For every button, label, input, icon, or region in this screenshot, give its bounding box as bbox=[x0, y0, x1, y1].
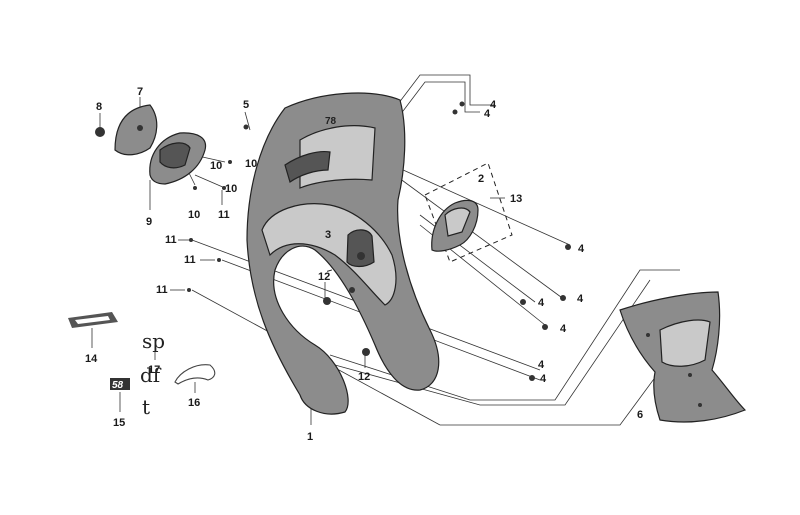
callout-4f: 4 bbox=[560, 323, 567, 335]
shield-emblem-text: 78 bbox=[325, 116, 337, 127]
callout-13: 13 bbox=[510, 193, 522, 205]
callout-7: 7 bbox=[137, 86, 143, 98]
callout-16: 16 bbox=[188, 397, 200, 409]
decal-part-16 bbox=[174, 364, 216, 385]
stray-text-sp: sp bbox=[142, 329, 165, 353]
bolt-8 bbox=[95, 127, 105, 137]
side-cover-part-2 bbox=[431, 199, 479, 252]
stray-text-df: df bbox=[140, 363, 162, 387]
callout-5: 5 bbox=[243, 99, 249, 111]
callout-4c: 4 bbox=[578, 243, 585, 255]
callout-8: 8 bbox=[96, 101, 102, 113]
callout-17: 17 bbox=[148, 364, 160, 376]
clip-part-3 bbox=[346, 229, 375, 268]
stray-text-t: t bbox=[142, 395, 150, 419]
badge-15-text: 58 bbox=[112, 380, 124, 391]
emblem-part-14 bbox=[68, 312, 118, 328]
callout-4h: 4 bbox=[538, 359, 545, 371]
callout-10c: 10 bbox=[225, 183, 237, 195]
callout-4b: 4 bbox=[484, 108, 491, 120]
callout-4d: 4 bbox=[577, 293, 584, 305]
callout-9: 9 bbox=[146, 216, 152, 228]
callout-2: 2 bbox=[478, 173, 484, 185]
badge-part-15: 58 bbox=[110, 378, 130, 391]
lower-cover-part-6 bbox=[619, 291, 747, 423]
callout-11b: 11 bbox=[165, 234, 177, 246]
callout-12b: 12 bbox=[358, 371, 370, 383]
callout-11c: 11 bbox=[184, 254, 196, 266]
callout-4e: 4 bbox=[538, 297, 545, 309]
callout-4g: 4 bbox=[540, 373, 547, 385]
callout-11d: 11 bbox=[156, 284, 168, 296]
callout-4a: 4 bbox=[490, 99, 497, 111]
callout-6: 6 bbox=[637, 409, 643, 421]
callout-labels: 1 2 3 4 4 4 4 4 4 4 4 4 5 6 7 8 9 10 10 … bbox=[85, 86, 643, 443]
callout-11a: 11 bbox=[218, 209, 230, 221]
front-shield-part-1: 78 bbox=[246, 92, 440, 415]
bracket-part-7 bbox=[114, 104, 158, 156]
callout-15: 15 bbox=[113, 417, 125, 429]
callout-10b: 10 bbox=[210, 160, 222, 172]
callout-12a: 12 bbox=[318, 271, 330, 283]
fasteners bbox=[95, 101, 571, 381]
bracket-part-9 bbox=[149, 132, 207, 185]
callout-10d: 10 bbox=[188, 209, 200, 221]
callout-1: 1 bbox=[307, 431, 313, 443]
stray-text: sp df t bbox=[140, 329, 165, 419]
callout-3: 3 bbox=[325, 229, 331, 241]
callout-14: 14 bbox=[85, 353, 98, 365]
callout-10a: 10 bbox=[245, 158, 257, 170]
